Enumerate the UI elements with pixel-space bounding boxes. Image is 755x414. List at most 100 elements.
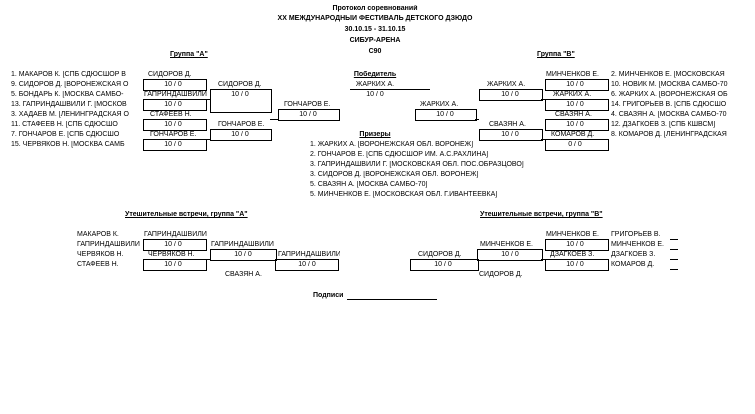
- signature-line: [347, 299, 437, 300]
- group-b-entry: 8. КОМАРОВ Д. [ЛЕНИНГРАДСКАЯ: [611, 131, 727, 138]
- group-a-entry: 1. МАКАРОВ К. [СПБ СДЮСШОР В: [11, 71, 126, 78]
- connector-line: [205, 259, 210, 260]
- match-score: 10 / 0: [164, 121, 182, 128]
- match-winner: МИНЧЕНКОВ Е.: [546, 71, 599, 78]
- consolation-a-entry: СТАФЕЕВ Н.: [77, 261, 119, 268]
- match-score: 10 / 0: [164, 81, 182, 88]
- prize-item: 1. ЖАРКИХ А. [ВОРОНЕЖСКАЯ ОБЛ. ВОРОНЕЖ]: [310, 141, 474, 148]
- group-a-entry: 13. ГАПРИНДАШВИЛИ Г. [МОСКОВ: [11, 101, 127, 108]
- connector-line: [205, 99, 210, 100]
- connector-line: [475, 119, 479, 120]
- tournament-title: XX МЕЖДУНАРОДНЫЙ ФЕСТИВАЛЬ ДЕТСКОГО ДЗЮД…: [277, 15, 473, 22]
- group-b-title: Группа "В": [537, 51, 575, 58]
- match-winner: ГАПРИНДАШВИЛИ: [144, 231, 207, 238]
- prize-item: 2. ГОНЧАРОВ Е. [СПБ СДЮСШОР ИМ. А.С.РАХЛ…: [310, 151, 489, 158]
- protocol-title: Протокол соревнований: [332, 5, 418, 12]
- match-score: 10 / 0: [566, 261, 584, 268]
- bracket-box: [143, 239, 207, 251]
- prize-item: 3. СИДОРОВ Д. [ВОРОНЕЖСКАЯ ОБЛ. ВОРОНЕЖ]: [310, 171, 479, 178]
- match-score: 10 / 0: [231, 91, 249, 98]
- group-b-entry: 6. ЖАРКИХ А. [ВОРОНЕЖСКАЯ ОБ: [611, 91, 728, 98]
- group-a-entry: 7. ГОНЧАРОВ Е. [СПБ СДЮСШО: [11, 131, 120, 138]
- consolation-a-entry: МАКАРОВ К.: [77, 231, 119, 238]
- bracket-box: [545, 99, 609, 111]
- match-winner: ГОНЧАРОВ Е.: [150, 131, 197, 138]
- weight-category: С90: [368, 48, 382, 55]
- venue: СИБУР-АРЕНА: [349, 37, 401, 44]
- winner-name: ЖАРКИХ А.: [355, 81, 395, 88]
- connector-line: [541, 99, 545, 100]
- match-score: 10 / 0: [164, 261, 182, 268]
- bracket-box: [143, 139, 207, 151]
- match-score: 10 / 0: [501, 91, 519, 98]
- bracket-box: [143, 119, 207, 131]
- bracket-box: [479, 129, 543, 141]
- group-b-entry: 4. СВАЗЯН А. [МОСКВА САМБО-70: [611, 111, 727, 118]
- group-a-finalist: ГОНЧАРОВ Е.: [284, 101, 331, 108]
- match-winner: МИНЧЕНКОВ Е.: [546, 231, 599, 238]
- winner-title: Победитель: [353, 71, 397, 78]
- group-a-entry: 9. СИДОРОВ Д. [ВОРОНЕЖСКАЯ О: [11, 81, 129, 88]
- match-score: 10 / 0: [164, 101, 182, 108]
- bracket-box: [545, 239, 609, 251]
- bracket-box: [210, 129, 272, 141]
- match-score: 10 / 0: [164, 241, 182, 248]
- bracket-box: [143, 259, 207, 271]
- match-winner: ЖАРКИХ А.: [487, 81, 526, 88]
- bracket-box: [479, 89, 543, 101]
- connector-line: [670, 259, 678, 260]
- connector-line: [670, 239, 678, 240]
- connector-line: [670, 269, 678, 270]
- consolation-b-title: Утешительные встречи, группа "В": [480, 211, 603, 218]
- bracket-box: [477, 249, 543, 261]
- consolation-a-winner: ГАПРИНДАШВИЛИ: [278, 251, 340, 258]
- consolation-b-opponent: СИДОРОВ Д.: [479, 271, 523, 278]
- match-score: 10 / 0: [164, 141, 182, 148]
- match-score: 10 / 0: [434, 261, 452, 268]
- connector-line: [270, 119, 278, 120]
- group-a-title: Группа "А": [170, 51, 208, 58]
- consolation-a-opponent: СВАЗЯН А.: [225, 271, 262, 278]
- consolation-b-entry: МИНЧЕНКОВ Е.: [611, 241, 664, 248]
- connector-line: [541, 139, 545, 140]
- match-score: 10 / 0: [566, 81, 584, 88]
- match-winner: ГОНЧАРОВ Е.: [218, 121, 265, 128]
- connector-line: [541, 259, 545, 260]
- consolation-b-entry: ДЗАГКОЕВ З.: [611, 251, 656, 258]
- group-a-entry: 5. БОНДАРЬ К. [МОСКВА САМБО-: [11, 91, 124, 98]
- consolation-a-entry: ГАПРИНДАШВИЛИ: [77, 241, 140, 248]
- bracket-box: [210, 89, 272, 113]
- match-score: 0 / 0: [568, 141, 582, 148]
- match-score: 10 / 0: [299, 111, 317, 118]
- winner-score: 10 / 0: [366, 91, 384, 98]
- match-score: 10 / 0: [566, 241, 584, 248]
- bracket-box: [143, 79, 207, 91]
- bracket-box: [275, 259, 339, 271]
- group-b-entry: 14. ГРИГОРЬЕВ В. [СПБ СДЮСШО: [611, 101, 727, 108]
- prizes-title: Призеры: [359, 131, 391, 138]
- prize-item: 3. ГАПРИНДАШВИЛИ Г. [МОСКОВСКАЯ ОБЛ. ПОС…: [310, 161, 524, 168]
- match-winner: СИДОРОВ Д.: [218, 81, 262, 88]
- bracket-box: [278, 109, 340, 121]
- match-score: 10 / 0: [566, 121, 584, 128]
- bracket-box: [415, 109, 477, 121]
- connector-line: [205, 139, 210, 140]
- match-score: 10 / 0: [501, 251, 519, 258]
- prize-item: 5. СВАЗЯН А. [МОСКВА САМБО-70]: [310, 181, 428, 188]
- group-a-entry: 15. ЧЕРВЯКОВ Н. [МОСКВА САМБ: [11, 141, 125, 148]
- winner-line: [350, 89, 430, 90]
- match-score: 10 / 0: [234, 251, 252, 258]
- match-winner: ГАПРИНДАШВИЛИ: [144, 91, 207, 98]
- group-a-entry: 3. ХАДАЕВ М. [ЛЕНИНГРАДСКАЯ О: [11, 111, 129, 118]
- consolation-b-entry: КОМАРОВ Д.: [611, 261, 655, 268]
- match-winner: ЧЕРВЯКОВ Н.: [148, 251, 195, 258]
- match-winner: СВАЗЯН А.: [489, 121, 526, 128]
- bracket-box: [545, 79, 609, 91]
- match-winner: МИНЧЕНКОВ Е.: [480, 241, 533, 248]
- bracket-box: [545, 139, 609, 151]
- prize-item: 5. МИНЧЕНКОВ Е. [МОСКОВСКАЯ ОБЛ. Г.ИВАНТ…: [310, 191, 498, 198]
- match-winner: КОМАРОВ Д.: [551, 131, 595, 138]
- match-winner: СТАФЕЕВ Н.: [150, 111, 192, 118]
- connector-line: [670, 249, 678, 250]
- match-score: 10 / 0: [566, 101, 584, 108]
